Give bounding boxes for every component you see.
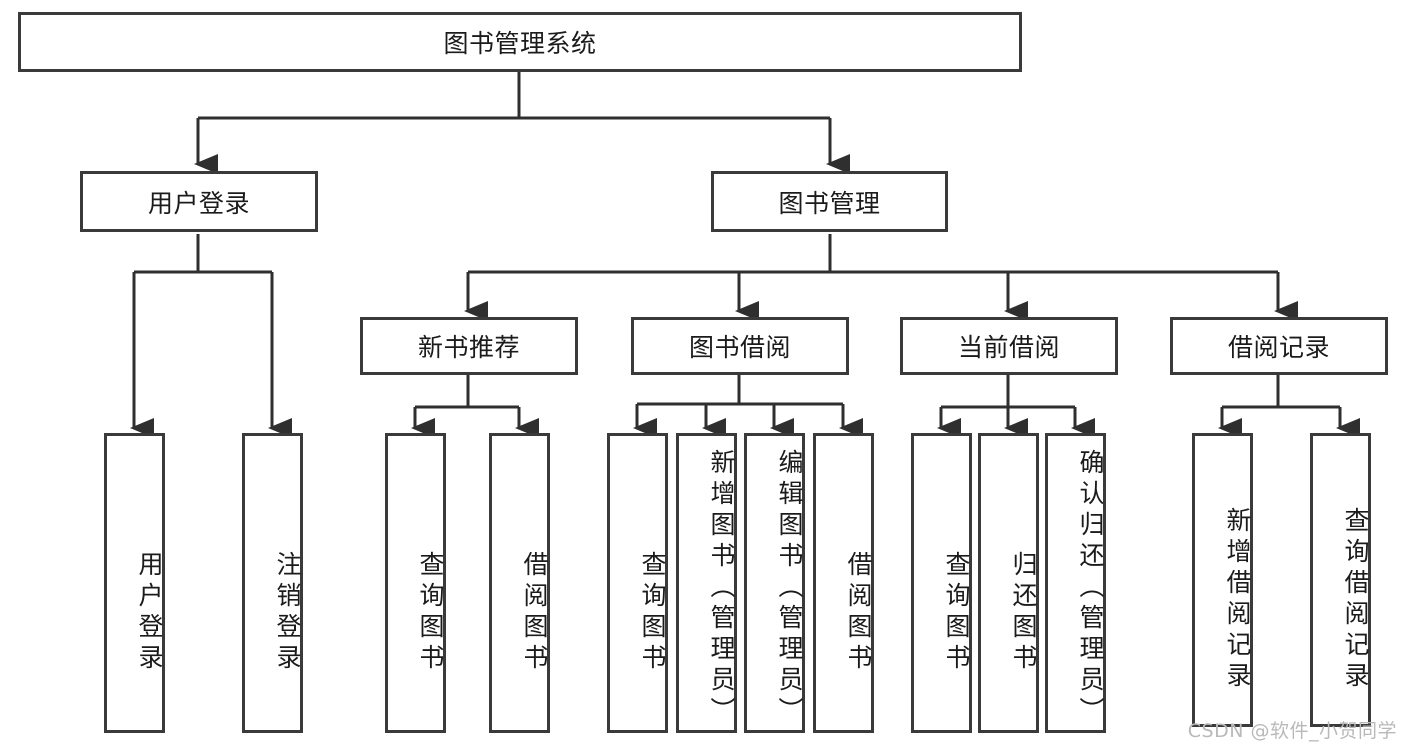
leaf-user-login-label: 用户登录 bbox=[135, 551, 164, 675]
leaf-current-confirm-return-label: 确认归还（管理员） bbox=[1076, 448, 1105, 728]
leaf-record-add[interactable]: 新增借阅记录 bbox=[1192, 433, 1253, 727]
leaf-borrow-borrow-book-label: 借阅图书 bbox=[844, 551, 873, 675]
leaf-borrow-query-book[interactable]: 查询图书 bbox=[607, 433, 668, 733]
node-book-management-label: 图书管理 bbox=[778, 188, 881, 218]
leaf-record-add-label: 新增借阅记录 bbox=[1223, 507, 1252, 693]
node-user-login-label: 用户登录 bbox=[147, 188, 250, 218]
leaf-logout[interactable]: 注销登录 bbox=[242, 433, 303, 733]
leaf-new-borrow-book[interactable]: 借阅图书 bbox=[489, 433, 550, 733]
leaf-logout-label: 注销登录 bbox=[273, 551, 302, 675]
node-current-borrow-label: 当前借阅 bbox=[957, 333, 1060, 362]
node-borrow-record-label: 借阅记录 bbox=[1227, 333, 1330, 362]
leaf-current-confirm-return[interactable]: 确认归还（管理员） bbox=[1045, 433, 1106, 733]
node-borrow-record[interactable]: 借阅记录 bbox=[1170, 317, 1388, 375]
node-new-book-recommend[interactable]: 新书推荐 bbox=[360, 317, 578, 375]
node-user-login[interactable]: 用户登录 bbox=[80, 171, 318, 232]
node-current-borrow[interactable]: 当前借阅 bbox=[900, 317, 1118, 375]
node-new-book-recommend-label: 新书推荐 bbox=[417, 333, 520, 362]
leaf-current-query-book-label: 查询图书 bbox=[942, 551, 971, 675]
node-book-management[interactable]: 图书管理 bbox=[711, 171, 948, 232]
leaf-user-login[interactable]: 用户登录 bbox=[104, 433, 165, 733]
leaf-borrow-query-book-label: 查询图书 bbox=[638, 551, 667, 675]
node-root[interactable]: 图书管理系统 bbox=[18, 12, 1022, 72]
leaf-new-query-book[interactable]: 查询图书 bbox=[385, 433, 446, 733]
node-book-borrow-label: 图书借阅 bbox=[688, 333, 791, 362]
leaf-record-query-label: 查询借阅记录 bbox=[1341, 507, 1370, 693]
leaf-new-borrow-book-label: 借阅图书 bbox=[520, 551, 549, 675]
leaf-borrow-edit-book[interactable]: 编辑图书（管理员） bbox=[744, 433, 805, 733]
leaf-record-query[interactable]: 查询借阅记录 bbox=[1310, 433, 1371, 727]
leaf-current-return-book[interactable]: 归还图书 bbox=[978, 433, 1039, 733]
leaf-current-return-book-label: 归还图书 bbox=[1009, 551, 1038, 675]
leaf-borrow-borrow-book[interactable]: 借阅图书 bbox=[813, 433, 874, 733]
node-book-borrow[interactable]: 图书借阅 bbox=[631, 317, 849, 375]
leaf-borrow-edit-book-label: 编辑图书（管理员） bbox=[775, 448, 804, 728]
leaf-borrow-add-book-label: 新增图书（管理员） bbox=[707, 448, 736, 728]
leaf-new-query-book-label: 查询图书 bbox=[416, 551, 445, 675]
leaf-current-query-book[interactable]: 查询图书 bbox=[911, 433, 972, 733]
node-root-label: 图书管理系统 bbox=[443, 29, 597, 58]
leaf-borrow-add-book[interactable]: 新增图书（管理员） bbox=[676, 433, 737, 733]
